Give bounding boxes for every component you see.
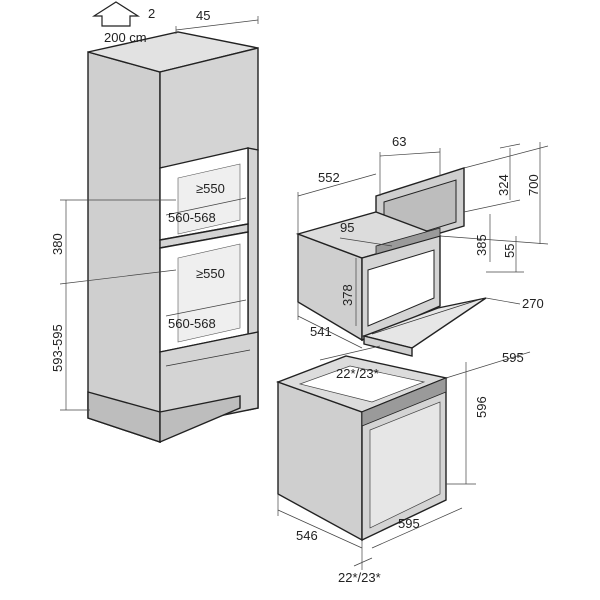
oven-dimensions: 22*/23* 595 596 546 595 22*/23* [277,345,531,585]
oven-width-595-label: 595 [398,516,420,531]
lower-height-label: 593-595 [50,324,65,372]
dim-324-label: 324 [496,174,511,196]
air-outlet-label: 200 cm [104,30,147,45]
cabinet-side-panel [87,51,161,443]
oven-depth-label: 595 [502,350,524,365]
top-depth-label: 45 [196,8,210,23]
tall-cabinet [87,31,259,444]
lower-niche-min-width: ≥550 [196,266,225,281]
dim-95-label: 95 [340,220,354,235]
cabinet-plinth-front [159,395,241,444]
dim-55-label: 55 [502,244,517,258]
oven-top-recess [298,365,426,403]
dim-63-label: 63 [392,134,406,149]
oven-inner-panel [369,401,441,529]
oven-control-panel [361,377,447,427]
dim-385-label: 385 [474,234,489,256]
cabinet-dimensions: 45 ≥550 560-568 ≥550 560-568 380 593-595 [50,8,259,411]
oven-height-label: 596 [474,396,489,418]
drawer-tray-front [363,335,413,357]
dim-378-label: 378 [340,284,355,306]
dim-541-label: 541 [310,324,332,339]
lower-niche-width: 560-568 [168,316,216,331]
dim-270-label: 270 [522,296,544,311]
arrow-number-label: 2 [148,6,155,21]
oven-width-546-label: 546 [296,528,318,543]
upper-niche-back [177,163,241,235]
oven-bottom-gap-label: 22*/23* [338,570,381,585]
up-arrow-icon [91,1,141,27]
oven-unit [275,355,449,542]
drawer-unit-dimensions: 63 552 324 700 385 55 95 378 270 541 [297,134,549,349]
upper-niche-min-width: ≥550 [196,181,225,196]
dim-700-label: 700 [526,174,541,196]
dim-552-label: 552 [318,170,340,185]
upper-height-label: 380 [50,233,65,255]
oven-side-gap-label: 22*/23* [336,366,379,381]
ventilation-arrow: 2 200 cm [91,1,155,45]
upper-niche-width: 560-568 [168,210,216,225]
lower-niche-back [177,243,241,343]
unit-front-opening [367,249,435,327]
warming-drawer-unit [295,167,487,357]
